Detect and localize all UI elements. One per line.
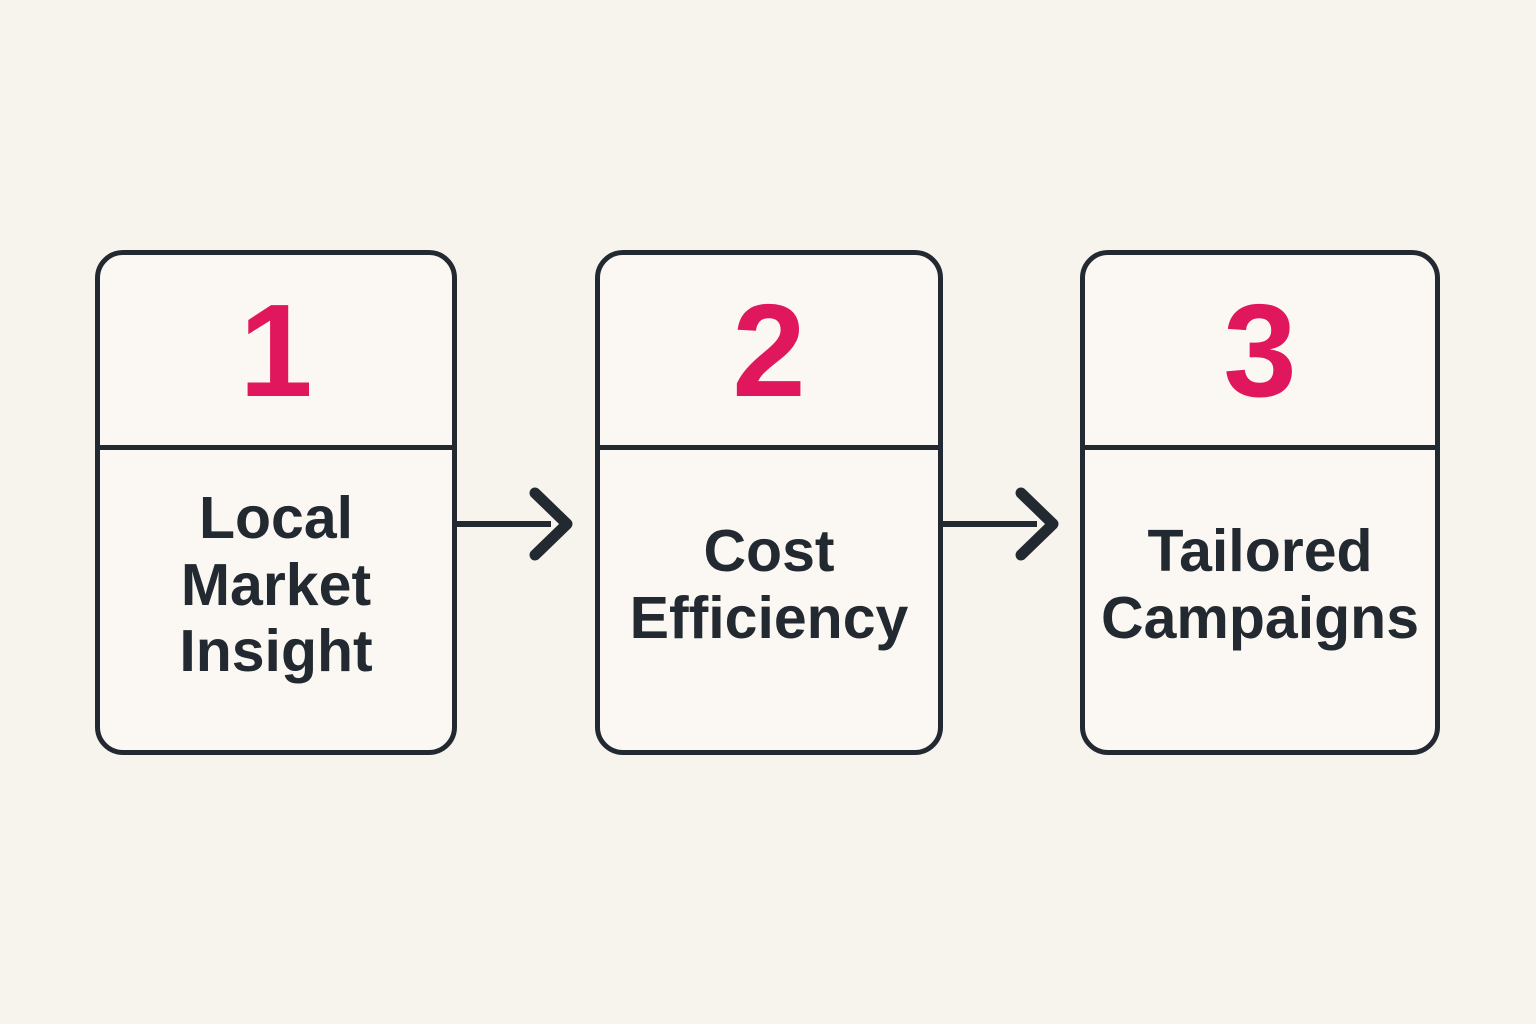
arrow-right-icon: [943, 487, 1059, 561]
step-3-label: Tailored Campaigns: [1100, 518, 1420, 651]
step-2-label: Cost Efficiency: [629, 518, 909, 651]
step-1-number: 1: [100, 255, 452, 450]
step-card-1: 1 Local Market Insight: [95, 250, 457, 755]
step-3-number: 3: [1085, 255, 1435, 450]
step-1-label: Local Market Insight: [179, 485, 373, 685]
step-card-3: 3 Tailored Campaigns: [1080, 250, 1440, 755]
step-2-number: 2: [600, 255, 938, 450]
step-card-2: 2 Cost Efficiency: [595, 250, 943, 755]
arrow-right-icon: [457, 487, 573, 561]
